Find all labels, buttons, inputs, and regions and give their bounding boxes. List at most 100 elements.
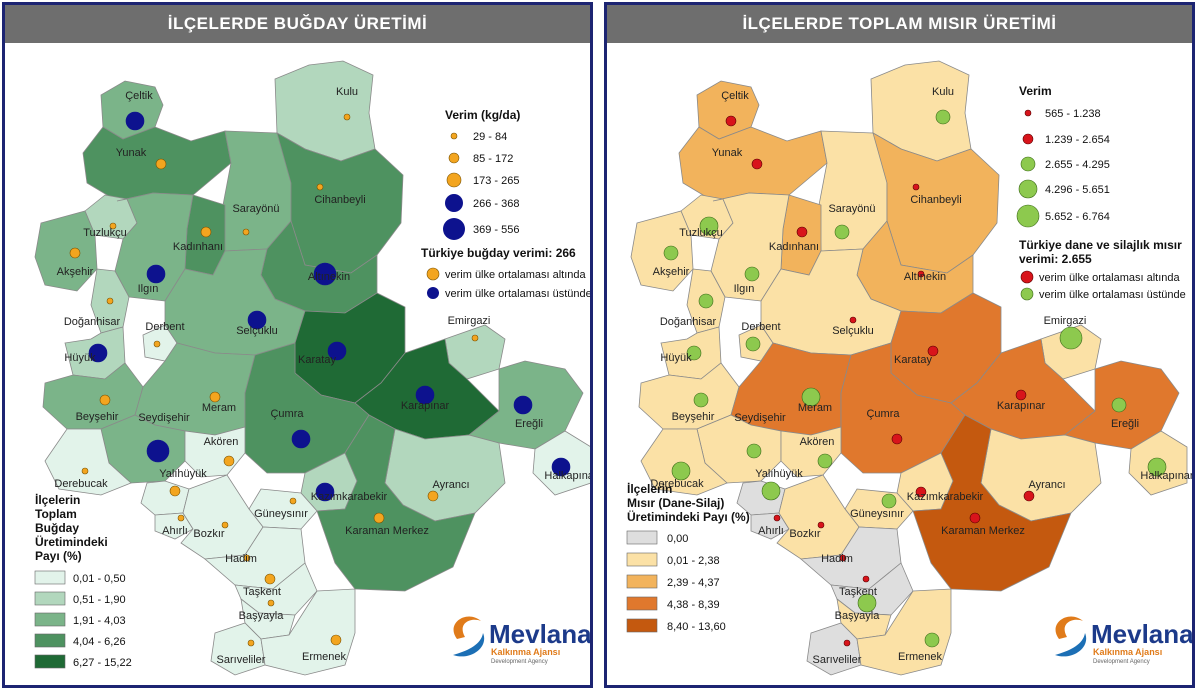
maize-label-tuzlukçu: Tuzlukçu	[679, 227, 723, 239]
maize-below-average-label: verim ülke ortalaması altında	[1039, 272, 1180, 284]
maize-yield-marker-sarayönü	[834, 224, 850, 240]
maize-yield-marker-güneysınır	[881, 493, 897, 509]
maize-label-ilgın: Ilgın	[734, 283, 755, 295]
wheat-share-title-3: Buğday	[35, 521, 79, 535]
maize-yield-marker-bozkır	[817, 521, 825, 529]
wheat-yield-marker-meram	[209, 391, 221, 403]
wheat-yield-marker-ermenek	[330, 634, 342, 646]
maize-share-swatch-5	[626, 618, 658, 633]
maize-above-average-label: verim ülke ortalaması üstünde	[1039, 289, 1186, 301]
wheat-label-güneysınır: Güneysınır	[254, 508, 308, 520]
wheat-label-ermenek: Ermenek	[302, 651, 347, 663]
wheat-yield-class-5-symbol	[443, 218, 465, 240]
wheat-yield-class-4: 266 - 368	[473, 198, 519, 210]
maize-yield-marker-ermenek	[924, 632, 940, 648]
wheat-above-average-symbol	[427, 287, 439, 299]
wheat-label-taşkent: Taşkent	[243, 586, 281, 598]
mevlana-logo-sub: Kalkınma Ajansı	[491, 647, 560, 657]
maize-yield-marker-başyayla	[857, 593, 877, 613]
maize-label-hüyük: Hüyük	[660, 352, 692, 364]
wheat-yield-marker-ahırlı	[177, 514, 185, 522]
wheat-yield-marker-derbent	[153, 340, 161, 348]
maize-label-selçuklu: Selçuklu	[832, 325, 874, 337]
mevlana-logo-name: Mevlana	[489, 619, 590, 649]
maize-yield-class-5-symbol	[1016, 204, 1040, 228]
maize-yield-class-4: 4.296 - 5.651	[1045, 184, 1110, 196]
wheat-share-swatch-4	[34, 633, 66, 648]
maize-yield-marker-ahırlı	[773, 514, 781, 522]
maize-yield-marker-akşehir	[663, 245, 679, 261]
wheat-label-çumra: Çumra	[270, 408, 304, 420]
maize-share-title-1: İlçelerin	[627, 481, 672, 496]
wheat-yield-class-3-symbol	[446, 172, 462, 188]
mevlana-logo-right-swirl	[1055, 616, 1083, 639]
wheat-yield-markers	[69, 111, 571, 647]
wheat-district-yalıhüyük	[140, 480, 190, 516]
wheat-yield-class-3: 173 - 265	[473, 175, 519, 187]
wheat-yield-marker-sarıveliler	[247, 639, 255, 647]
maize-yield-marker-selçuklu	[849, 316, 857, 324]
wheat-label-başyayla: Başyayla	[239, 610, 285, 622]
maize-yield-marker-emirgazi	[1059, 326, 1083, 350]
wheat-yield-marker-karaman-merkez	[373, 512, 385, 524]
wheat-label-meram: Meram	[202, 402, 236, 414]
wheat-label-beyşehir: Beyşehir	[76, 411, 119, 423]
wheat-national-yield: Türkiye buğday verimi: 266	[421, 246, 576, 260]
maize-map-title: İLÇELERDE TOPLAM MISIR ÜRETİMİ	[607, 5, 1192, 43]
wheat-yield-marker-karatay	[327, 341, 347, 361]
maize-yield-marker-altınekin	[917, 270, 925, 278]
wheat-label-akören: Akören	[204, 436, 239, 448]
maize-district-cihanbeyli	[872, 132, 1000, 274]
maize-label-güneysınır: Güneysınır	[850, 508, 904, 520]
maize-label-karatay: Karatay	[894, 354, 932, 366]
wheat-label-çeltik: Çeltik	[125, 90, 153, 102]
maize-label-beyşehir: Beyşehir	[672, 411, 715, 423]
wheat-yield-class-4-symbol	[445, 194, 463, 212]
maize-share-class-1: 0,00	[667, 533, 688, 545]
maize-yield-legend-title: Verim	[1019, 84, 1052, 98]
maize-yield-marker-derebucak	[671, 461, 691, 481]
maize-yield-marker-doğanhisar	[698, 293, 714, 309]
wheat-yield-marker-çeltik	[125, 111, 145, 131]
maize-yield-marker-kazımkarabekir	[915, 486, 927, 498]
wheat-share-swatch-2	[34, 591, 66, 606]
maize-label-taşkent: Taşkent	[839, 586, 877, 598]
wheat-district-regions	[34, 60, 590, 676]
wheat-yield-marker-halkapınar	[551, 457, 571, 477]
maize-label-kadınhanı: Kadınhanı	[769, 241, 819, 253]
wheat-yield-marker-tuzlukçu	[109, 222, 117, 230]
wheat-district-ermenek	[260, 588, 356, 676]
maize-yield-marker-ereğli	[1111, 397, 1127, 413]
maize-share-class-3: 2,39 - 4,37	[667, 577, 720, 589]
maize-share-swatch-1	[626, 530, 658, 545]
maize-yield-marker-karatay	[927, 345, 939, 357]
maize-yield-class-2: 1.239 - 2.654	[1045, 134, 1110, 146]
wheat-label-selçuklu: Selçuklu	[236, 325, 278, 337]
maize-district-akşehir	[630, 210, 694, 292]
maize-label-altınekin: Altınekin	[904, 271, 946, 283]
mevlana-logo-swirl	[453, 616, 481, 639]
wheat-share-legend: İlçelerin Toplam Buğday Üretimindeki Pay…	[34, 492, 132, 669]
maize-label-çeltik: Çeltik	[721, 90, 749, 102]
wheat-district-karaman-merkez	[316, 414, 476, 592]
maize-yield-legend: Verim 565 - 1.238 1.239 - 2.654 2.655 - …	[1016, 84, 1186, 301]
maize-yield-marker-hüyük	[686, 345, 702, 361]
maize-label-yunak: Yunak	[712, 147, 743, 159]
wheat-yield-marker-selçuklu	[247, 310, 267, 330]
maize-label-akşehir: Akşehir	[653, 266, 690, 278]
wheat-label-derebucak: Derebucak	[54, 478, 108, 490]
wheat-label-tuzlukçu: Tuzlukçu	[83, 227, 127, 239]
wheat-label-karatay: Karatay	[298, 354, 336, 366]
wheat-yield-marker-taşkent	[264, 573, 276, 585]
maize-yield-class-1-symbol	[1024, 109, 1032, 117]
wheat-yield-marker-sarayönü	[242, 228, 250, 236]
maize-yield-class-5: 5.652 - 6.764	[1045, 211, 1110, 223]
maize-share-swatch-2	[626, 552, 658, 567]
wheat-share-swatch-1	[34, 570, 66, 585]
maize-yield-class-3-symbol	[1020, 156, 1036, 172]
maize-yield-marker-halkapınar	[1147, 457, 1167, 477]
maize-label-kazımkarabekir: Kazımkarabekir	[907, 491, 984, 503]
maize-district-derebucak	[640, 428, 728, 496]
